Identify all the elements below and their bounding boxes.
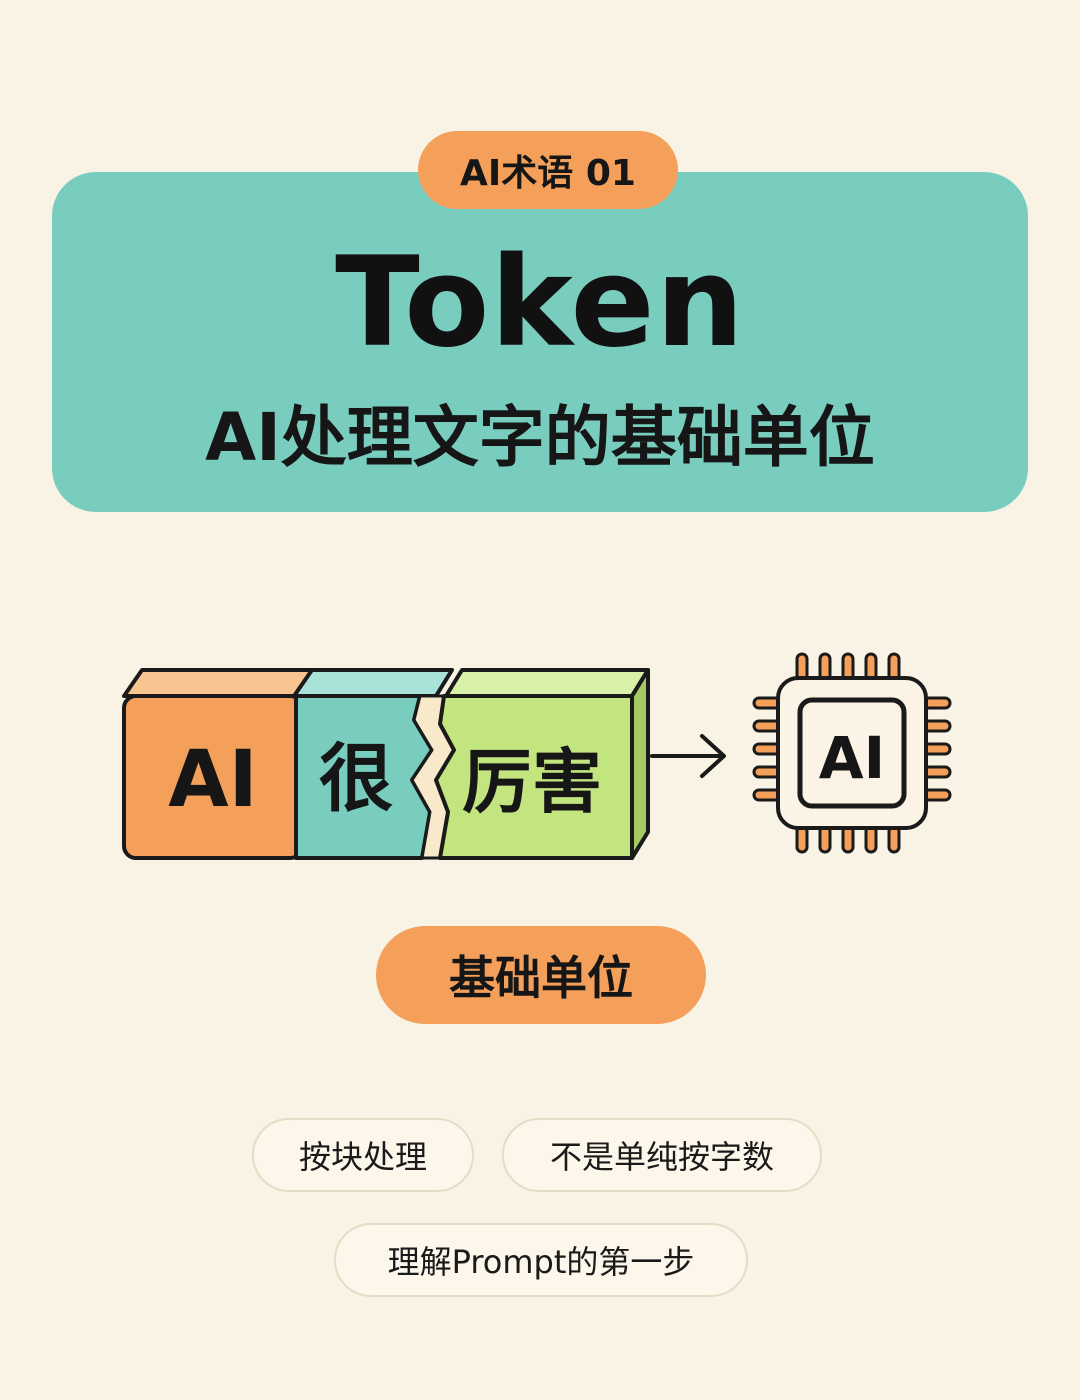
series-tag: AI术语 01 <box>418 131 678 209</box>
token-text-ai: AI <box>168 735 257 825</box>
chip-label: AI <box>819 724 885 792</box>
page-subtitle: AI处理文字的基础单位 <box>205 399 875 476</box>
token-text-hen: 很 <box>319 736 393 822</box>
hero-card <box>52 172 1028 512</box>
token-text-lihai: 厉害 <box>462 741 602 823</box>
point-tag: 理解Prompt的第一步 <box>334 1223 748 1297</box>
arrow-right-icon <box>650 734 726 778</box>
token-block-hen: 很 <box>292 668 454 860</box>
ai-chip-icon: AI <box>752 652 952 854</box>
core-concept-badge: 基础单位 <box>376 926 706 1024</box>
token-block-lihai: 厉害 <box>434 668 650 860</box>
token-illustration: AI 很 厉害 <box>122 652 952 860</box>
page-title: Token <box>335 231 745 375</box>
point-tag: 按块处理 <box>252 1118 474 1192</box>
point-tag: 不是单纯按字数 <box>502 1118 822 1192</box>
